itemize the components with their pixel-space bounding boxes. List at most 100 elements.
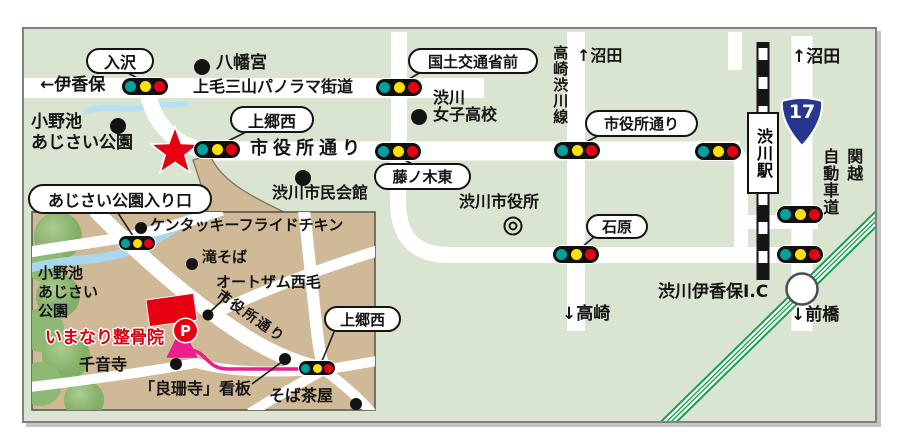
traffic-light-kokudo	[376, 79, 422, 96]
route17-shield-icon	[780, 97, 824, 148]
signal-bulb	[139, 81, 151, 92]
label-joshikoko-line1: 渋川	[433, 88, 466, 107]
signal-bulb	[143, 238, 153, 248]
label-soba-chaya: そば茶屋	[269, 386, 334, 405]
traffic-light-route17-lower	[777, 246, 823, 263]
label-kfc: ケンタッキーフライドチキン	[150, 216, 344, 234]
oval-kamigo-nishi: 上郷西	[230, 106, 314, 133]
route17-number: 17	[788, 101, 816, 123]
signal-bulb	[225, 144, 237, 155]
label-sennonji: 千音寺	[79, 355, 128, 374]
traffic-light-shiyakusho-dori	[554, 142, 600, 159]
label-ikaho-direction: ←伊香保	[40, 75, 106, 95]
label-kanetsu-right: 関越	[844, 148, 864, 182]
oval-label: 市役所通り	[603, 115, 679, 133]
signal-bulb	[379, 82, 391, 93]
city-hall-icon	[503, 216, 523, 236]
traffic-light-irisawa	[122, 78, 168, 95]
traffic-light-ishihara	[553, 246, 599, 263]
signal-bulb	[726, 146, 738, 157]
signal-bulb	[571, 145, 583, 156]
oval-label: 藤ノ木東	[392, 168, 453, 186]
oval-fujinoki-higashi: 藤ノ木東	[374, 163, 471, 190]
signal-bulb	[585, 145, 597, 156]
label-kanetsu-left: 自動車道	[820, 148, 840, 216]
signal-bulb	[557, 145, 569, 156]
signal-bulb	[125, 81, 137, 92]
label-imanari-clinic: いまなり整骨院	[45, 328, 164, 348]
signal-bulb	[808, 249, 820, 260]
destination-star-icon	[148, 124, 202, 175]
signal-bulb	[132, 238, 142, 248]
signal-bulb	[794, 249, 806, 260]
signal-bulb	[794, 209, 806, 220]
river-line	[82, 100, 189, 115]
oval-shiyakusho-dori: 市役所通り	[585, 110, 698, 137]
oval-kokudo-kotsusho-mae: 国土交通省前	[408, 48, 538, 74]
oval-label: 入沢	[103, 53, 136, 72]
label-inset-onoike-line3: 公園	[38, 302, 69, 320]
signal-bulb	[197, 144, 209, 155]
label-inset-onoike-line1: 小野池	[38, 264, 84, 282]
traffic-light-fujinoki	[375, 143, 421, 160]
signal-bulb	[406, 146, 418, 157]
traffic-light-kamigo-nishi	[194, 141, 240, 158]
label-shimin-kaikan: 渋川市民会館	[272, 183, 369, 202]
signal-bulb	[584, 249, 596, 260]
traffic-light-station-west	[695, 143, 741, 160]
label-hachimangu: 八幡宮	[216, 53, 267, 73]
oval-irisawa: 入沢	[86, 48, 154, 74]
label-maebashi-down: ↓前橋	[791, 305, 840, 325]
signal-bulb	[301, 363, 311, 373]
signal-bulb	[698, 146, 710, 157]
traffic-light-inset-kamigo-nishi	[299, 361, 335, 375]
signal-bulb	[121, 238, 131, 248]
signal-bulb	[556, 249, 568, 260]
label-numata-up-right: ↑沼田	[792, 47, 841, 67]
interchange-circle	[785, 272, 819, 306]
label-taki-soba: 滝そば	[202, 248, 248, 266]
label-onoike-line2: あじさい公園	[31, 133, 133, 153]
label-autozam-seimo: オートザム西毛	[216, 273, 321, 291]
traffic-light-route17-upper	[777, 206, 823, 223]
driving-route-line	[166, 326, 316, 371]
oval-ajisai-park-entrance: あじさい公園入り口	[28, 184, 212, 214]
signal-bulb	[378, 146, 390, 157]
signal-bulb	[323, 363, 333, 373]
signal-bulb	[780, 209, 792, 220]
label-joshikoko-line2: 女子高校	[433, 105, 498, 124]
label-takasaki-down: ↓高崎	[562, 304, 611, 324]
label-ryosanji-signboard: 「良珊寺」看板	[139, 379, 252, 398]
signal-bulb	[780, 249, 792, 260]
oval-label: 上郷西	[339, 310, 385, 329]
signal-bulb	[570, 249, 582, 260]
signal-bulb	[407, 82, 419, 93]
oval-label: 上郷西	[247, 111, 296, 131]
kanetsu-expressway	[660, 210, 875, 421]
signal-bulb	[712, 146, 724, 157]
signal-bulb	[312, 363, 322, 373]
oval-label: 国土交通省前	[427, 52, 518, 71]
label-onoike-line1: 小野池	[31, 112, 82, 132]
station-sign-shibukawa: 渋川駅	[747, 112, 779, 194]
label-panorama-kaido: 上毛三山パノラマ街道	[193, 77, 354, 96]
signal-bulb	[153, 81, 165, 92]
label-shibukawa-shiyakusho: 渋川市役所	[459, 192, 540, 211]
signal-bulb	[808, 209, 820, 220]
traffic-light-inset-kfc	[119, 236, 155, 250]
signal-bulb	[211, 144, 223, 155]
label-shiyakusho-dori-road: 市役所通り	[250, 138, 365, 159]
poi-dots	[110, 59, 427, 410]
oval-label: 石原	[601, 218, 632, 236]
park-trees	[32, 212, 104, 410]
inset-map	[31, 211, 376, 411]
label-inset-onoike-line2: あじさい	[38, 283, 99, 301]
oval-ishihara: 石原	[586, 214, 648, 239]
label-takasaki-shibukawa-line: 高崎渋川線	[551, 45, 570, 125]
label-numata-up-left: ↑沼田	[577, 46, 623, 65]
signal-bulb	[392, 146, 404, 157]
oval-label: あじさい公園入り口	[47, 191, 192, 210]
parking-icon: P	[174, 319, 197, 342]
label-interchange: 渋川伊香保I.C	[658, 282, 769, 302]
